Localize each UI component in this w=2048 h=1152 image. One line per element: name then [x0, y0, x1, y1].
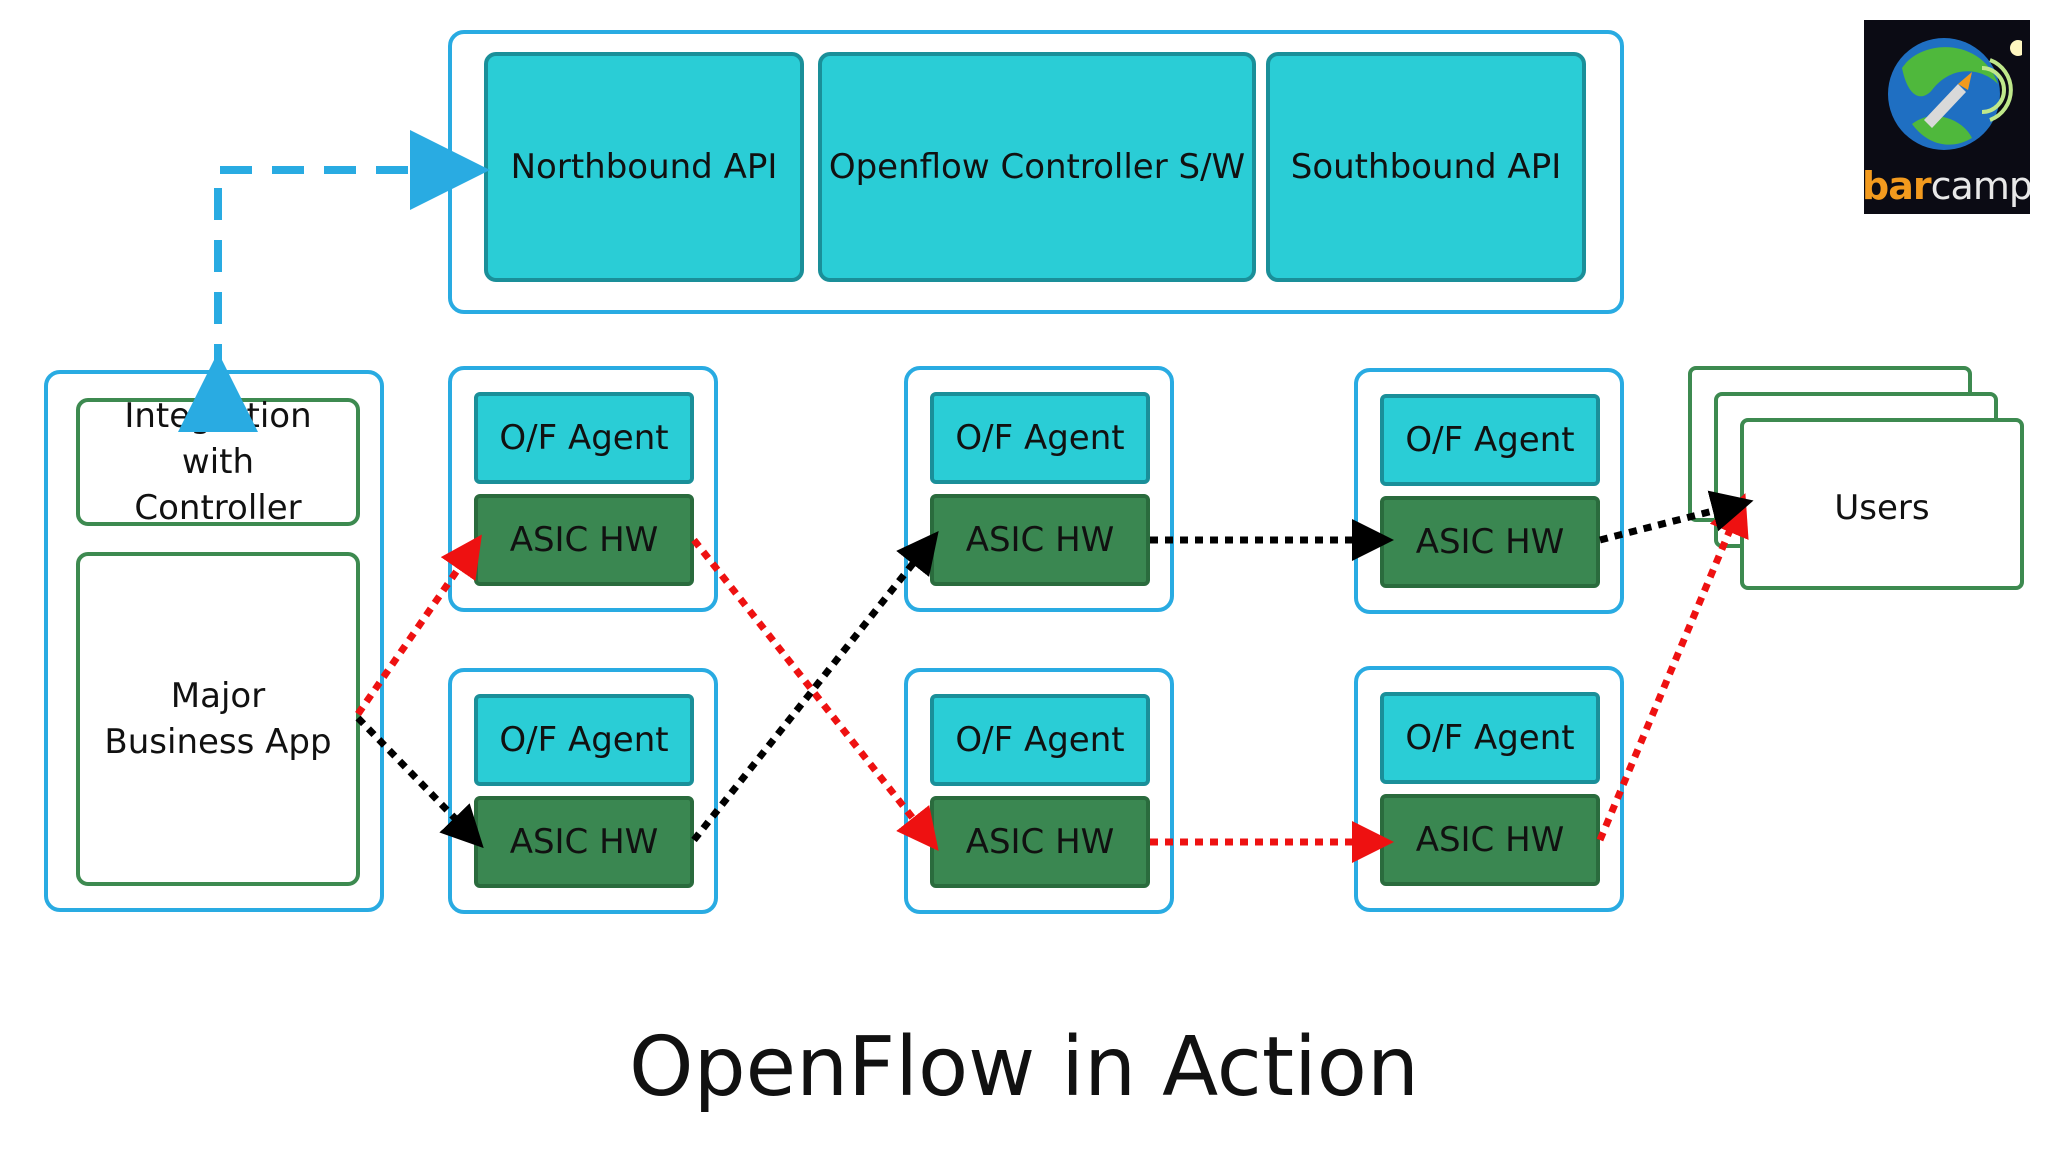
switch-4-agent: O/F Agent: [930, 694, 1150, 786]
logo-wordmark-camp: camp: [1930, 164, 2030, 208]
users-card-front: Users: [1740, 418, 2024, 590]
switch-3-agent: O/F Agent: [930, 392, 1150, 484]
switch-6-agent: O/F Agent: [1380, 692, 1600, 784]
integration-label: Integration with Controller: [124, 396, 312, 528]
switch-5-hw: ASIC HW: [1380, 496, 1600, 588]
switch-2-agent-label: O/F Agent: [499, 720, 669, 760]
controller-software-label: Openflow Controller S/W: [828, 147, 1246, 187]
logo-wordmark-bar: bar: [1864, 164, 1932, 208]
switch-5-agent: O/F Agent: [1380, 394, 1600, 486]
barcamp-logo: barcamp: [1864, 20, 2030, 214]
switch-3-hw: ASIC HW: [930, 494, 1150, 586]
business-app-box: Major Business App: [76, 552, 360, 886]
switch-1-hw: ASIC HW: [474, 494, 694, 586]
northbound-api-box: Northbound API: [484, 52, 804, 282]
switch-3-hw-label: ASIC HW: [965, 520, 1115, 560]
switch-1-agent-label: O/F Agent: [499, 418, 669, 458]
switch-4-agent-label: O/F Agent: [955, 720, 1125, 760]
switch-5-hw-label: ASIC HW: [1415, 522, 1565, 562]
switch-2-hw-label: ASIC HW: [509, 822, 659, 862]
blue-dashed-link: [178, 130, 490, 432]
users-label: Users: [1834, 488, 1930, 528]
switch-2-agent: O/F Agent: [474, 694, 694, 786]
switch-6-hw-label: ASIC HW: [1415, 820, 1565, 860]
slide-title: OpenFlow in Action: [629, 1020, 1419, 1115]
switch-4-hw: ASIC HW: [930, 796, 1150, 888]
northbound-api-label: Northbound API: [510, 147, 778, 187]
business-app-label: Major Business App: [104, 676, 332, 762]
globe-rocket-icon: [1888, 38, 2022, 150]
southbound-api-box: Southbound API: [1266, 52, 1586, 282]
switch-1-agent: O/F Agent: [474, 392, 694, 484]
switch-5-agent-label: O/F Agent: [1405, 420, 1575, 460]
switch-6-agent-label: O/F Agent: [1405, 718, 1575, 758]
switch-1-hw-label: ASIC HW: [509, 520, 659, 560]
switch-4-hw-label: ASIC HW: [965, 822, 1115, 862]
switch-2-hw: ASIC HW: [474, 796, 694, 888]
switch-6-hw: ASIC HW: [1380, 794, 1600, 886]
logo-wordmark: barcamp: [1864, 164, 2030, 208]
switch-3-agent-label: O/F Agent: [955, 418, 1125, 458]
southbound-api-label: Southbound API: [1290, 147, 1562, 187]
controller-software-box: Openflow Controller S/W: [818, 52, 1256, 282]
integration-box: Integration with Controller: [76, 396, 360, 528]
